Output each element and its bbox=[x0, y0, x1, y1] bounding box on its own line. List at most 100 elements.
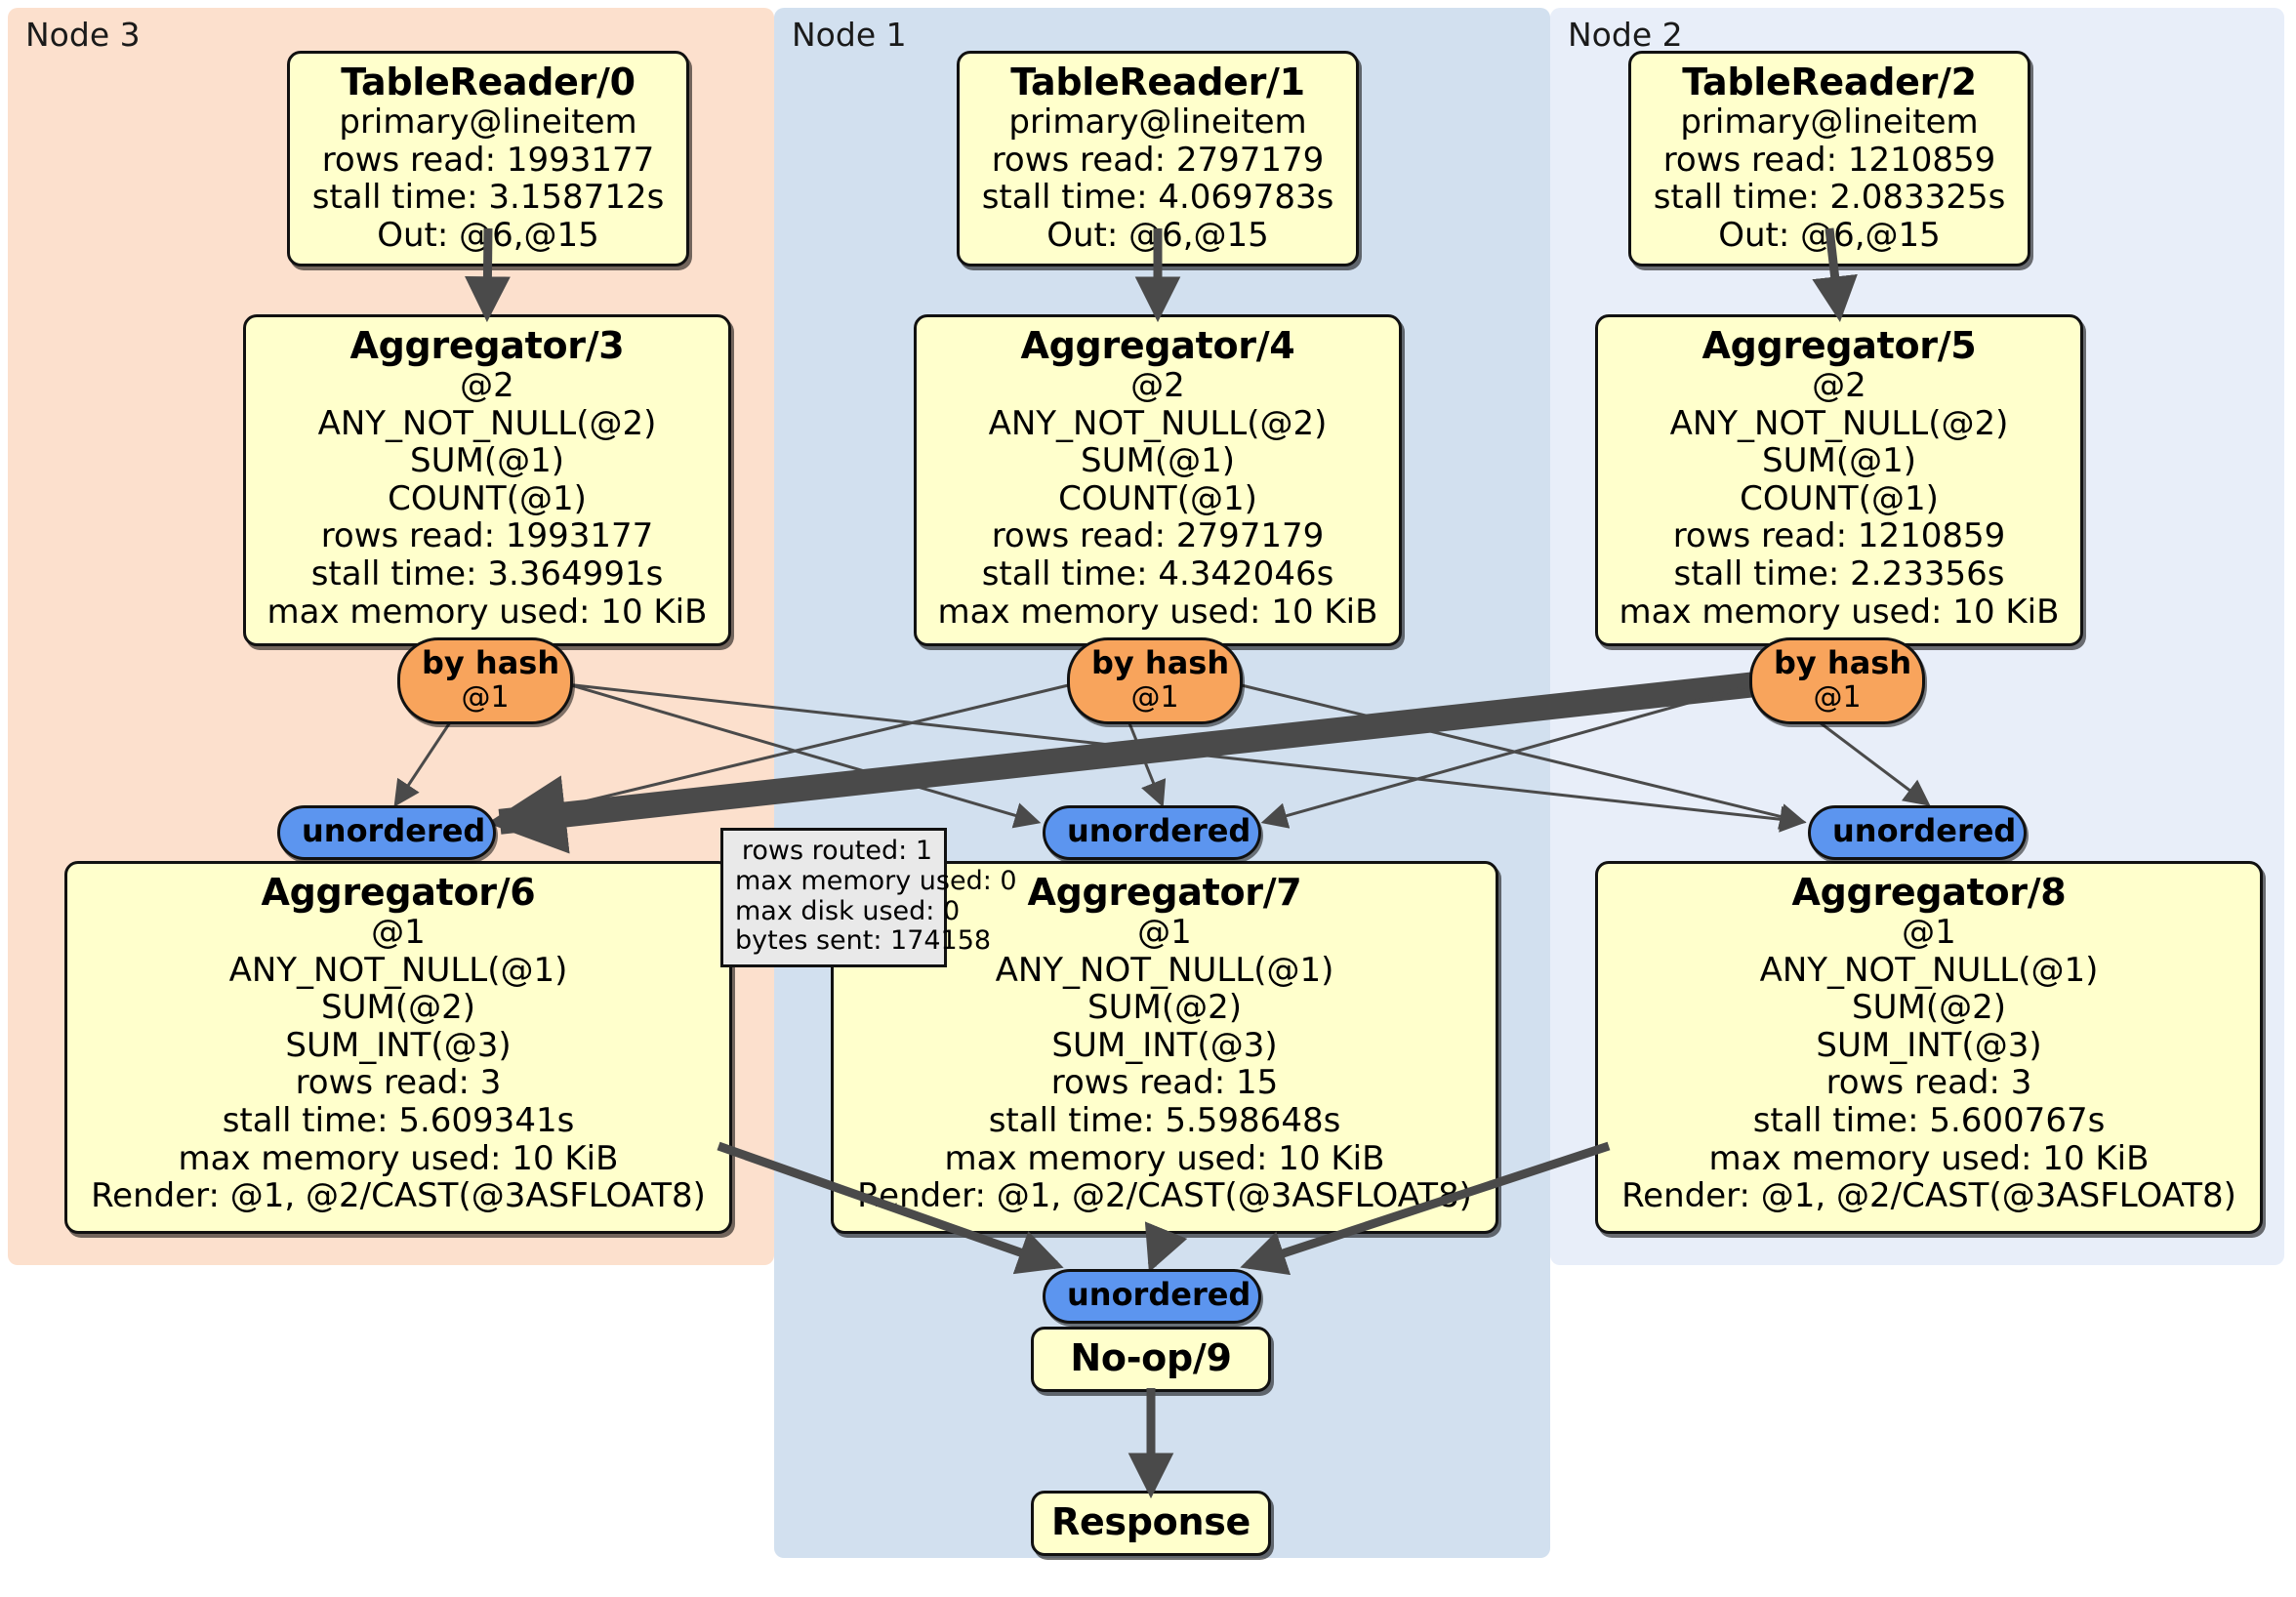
processor-detail-line: max memory used: 10 KiB bbox=[178, 1138, 619, 1178]
processor-detail-line: max memory used: 10 KiB bbox=[1619, 592, 2060, 632]
processor-detail-line: rows read: 1993177 bbox=[320, 516, 654, 556]
router-label: by hash bbox=[422, 644, 560, 681]
processor-detail-line: Render: @1, @2/CAST(@3ASFLOAT8) bbox=[1621, 1176, 2236, 1216]
processor-detail-line: rows read: 15 bbox=[1050, 1063, 1279, 1103]
hash-router-byhash4[interactable]: by hash@1 bbox=[1067, 637, 1243, 725]
processor-detail-line: COUNT(@1) bbox=[1058, 478, 1257, 518]
processor-detail-line: stall time: 4.342046s bbox=[981, 554, 1334, 594]
processor-detail-line: ANY_NOT_NULL(@1) bbox=[995, 950, 1334, 990]
hash-router-byhash5[interactable]: by hash@1 bbox=[1749, 637, 1925, 725]
processor-title: Aggregator/3 bbox=[349, 324, 625, 367]
processor-title: TableReader/1 bbox=[1010, 61, 1305, 103]
processor-detail-line: SUM(@1) bbox=[1762, 441, 1916, 481]
node-panel-label: Node 3 bbox=[25, 16, 141, 54]
processor-detail-line: SUM_INT(@3) bbox=[1051, 1025, 1278, 1065]
stats-tooltip-line: max memory used: 0 bbox=[735, 865, 1017, 896]
processor-box-noop9[interactable]: No-op/9 bbox=[1031, 1327, 1271, 1393]
processor-detail-line: SUM(@1) bbox=[1081, 441, 1235, 481]
processor-detail-line: max memory used: 10 KiB bbox=[937, 592, 1378, 632]
processor-detail-line: primary@lineitem bbox=[1680, 102, 1979, 143]
processor-detail-line: @1 bbox=[1137, 913, 1192, 953]
processor-detail-line: SUM(@1) bbox=[410, 441, 564, 481]
unordered-synchronizer-unordered7[interactable]: unordered bbox=[1043, 805, 1261, 860]
processor-detail-line: rows read: 2797179 bbox=[991, 516, 1325, 556]
processor-detail-line: Out: @6,@15 bbox=[1718, 215, 1941, 255]
router-column: @1 bbox=[461, 679, 510, 715]
router-column: @1 bbox=[1813, 679, 1862, 715]
processor-detail-line: ANY_NOT_NULL(@1) bbox=[228, 950, 568, 990]
processor-detail-line: stall time: 5.598648s bbox=[988, 1101, 1341, 1141]
processor-detail-line: stall time: 2.23356s bbox=[1673, 554, 2005, 594]
processor-detail-line: stall time: 5.609341s bbox=[222, 1101, 575, 1141]
processor-detail-line: @1 bbox=[1902, 913, 1956, 953]
processor-detail-line: SUM(@2) bbox=[1087, 988, 1242, 1028]
processor-title: No-op/9 bbox=[1070, 1336, 1232, 1379]
processor-detail-line: rows read: 1210859 bbox=[1662, 140, 1996, 180]
processor-detail-line: COUNT(@1) bbox=[1740, 478, 1939, 518]
processor-detail-line: COUNT(@1) bbox=[388, 478, 587, 518]
stats-tooltip-line: max disk used: 0 bbox=[735, 895, 961, 926]
processor-detail-line: stall time: 5.600767s bbox=[1752, 1101, 2106, 1141]
processor-detail-line: stall time: 3.158712s bbox=[311, 178, 665, 218]
processor-detail-line: primary@lineitem bbox=[339, 102, 637, 143]
processor-detail-line: SUM(@2) bbox=[321, 988, 475, 1028]
processor-detail-line: stall time: 2.083325s bbox=[1653, 178, 2006, 218]
processor-box-response[interactable]: Response bbox=[1031, 1491, 1271, 1557]
processor-detail-line: Render: @1, @2/CAST(@3ASFLOAT8) bbox=[91, 1176, 706, 1216]
processor-detail-line: ANY_NOT_NULL(@1) bbox=[1759, 950, 2099, 990]
processor-detail-line: primary@lineitem bbox=[1008, 102, 1307, 143]
processor-detail-line: stall time: 3.364991s bbox=[310, 554, 664, 594]
stats-tooltip-line: rows routed: 1 bbox=[741, 836, 932, 866]
processor-title: Aggregator/5 bbox=[1702, 324, 1977, 367]
processor-detail-line: Out: @6,@15 bbox=[1046, 215, 1269, 255]
processor-title: TableReader/0 bbox=[341, 61, 636, 103]
processor-detail-line: stall time: 4.069783s bbox=[981, 178, 1334, 218]
router-label: unordered bbox=[1067, 1276, 1251, 1313]
router-label: by hash bbox=[1774, 644, 1912, 681]
stats-tooltip-line: bytes sent: 174158 bbox=[735, 925, 992, 957]
processor-detail-line: rows read: 2797179 bbox=[991, 140, 1325, 180]
processor-detail-line: ANY_NOT_NULL(@2) bbox=[988, 403, 1328, 443]
processor-detail-line: rows read: 3 bbox=[295, 1063, 502, 1103]
processor-detail-line: rows read: 1993177 bbox=[321, 140, 655, 180]
unordered-synchronizer-unordered9[interactable]: unordered bbox=[1043, 1269, 1261, 1324]
processor-title: Aggregator/6 bbox=[261, 871, 536, 914]
unordered-synchronizer-unordered6[interactable]: unordered bbox=[277, 805, 496, 860]
processor-detail-line: rows read: 1210859 bbox=[1672, 516, 2006, 556]
processor-detail-line: max memory used: 10 KiB bbox=[944, 1138, 1385, 1178]
processor-detail-line: SUM(@2) bbox=[1852, 988, 2006, 1028]
node-panel-label: Node 1 bbox=[792, 16, 907, 54]
processor-detail-line: Render: @1, @2/CAST(@3ASFLOAT8) bbox=[857, 1176, 1472, 1216]
processor-detail-line: @2 bbox=[460, 366, 514, 406]
processor-title: Response bbox=[1050, 1500, 1250, 1543]
processor-detail-line: SUM_INT(@3) bbox=[285, 1025, 512, 1065]
processor-detail-line: ANY_NOT_NULL(@2) bbox=[1669, 403, 2009, 443]
router-label: unordered bbox=[1832, 812, 2017, 849]
router-column: @1 bbox=[1130, 679, 1179, 715]
processor-detail-line: max memory used: 10 KiB bbox=[1708, 1138, 2150, 1178]
processor-title: TableReader/2 bbox=[1682, 61, 1977, 103]
processor-detail-line: Out: @6,@15 bbox=[377, 215, 599, 255]
processor-detail-line: SUM_INT(@3) bbox=[1816, 1025, 2042, 1065]
processor-detail-line: max memory used: 10 KiB bbox=[266, 592, 708, 632]
processor-title: Aggregator/4 bbox=[1020, 324, 1295, 367]
processor-detail-line: @2 bbox=[1130, 366, 1185, 406]
processor-detail-line: @2 bbox=[1812, 366, 1866, 406]
router-label: by hash bbox=[1091, 644, 1230, 681]
processor-title: Aggregator/7 bbox=[1027, 871, 1302, 914]
unordered-synchronizer-unordered8[interactable]: unordered bbox=[1808, 805, 2027, 860]
processor-detail-line: @1 bbox=[371, 913, 426, 953]
router-label: unordered bbox=[302, 812, 486, 849]
hash-router-byhash3[interactable]: by hash@1 bbox=[397, 637, 573, 725]
processor-detail-line: rows read: 3 bbox=[1825, 1063, 2032, 1103]
